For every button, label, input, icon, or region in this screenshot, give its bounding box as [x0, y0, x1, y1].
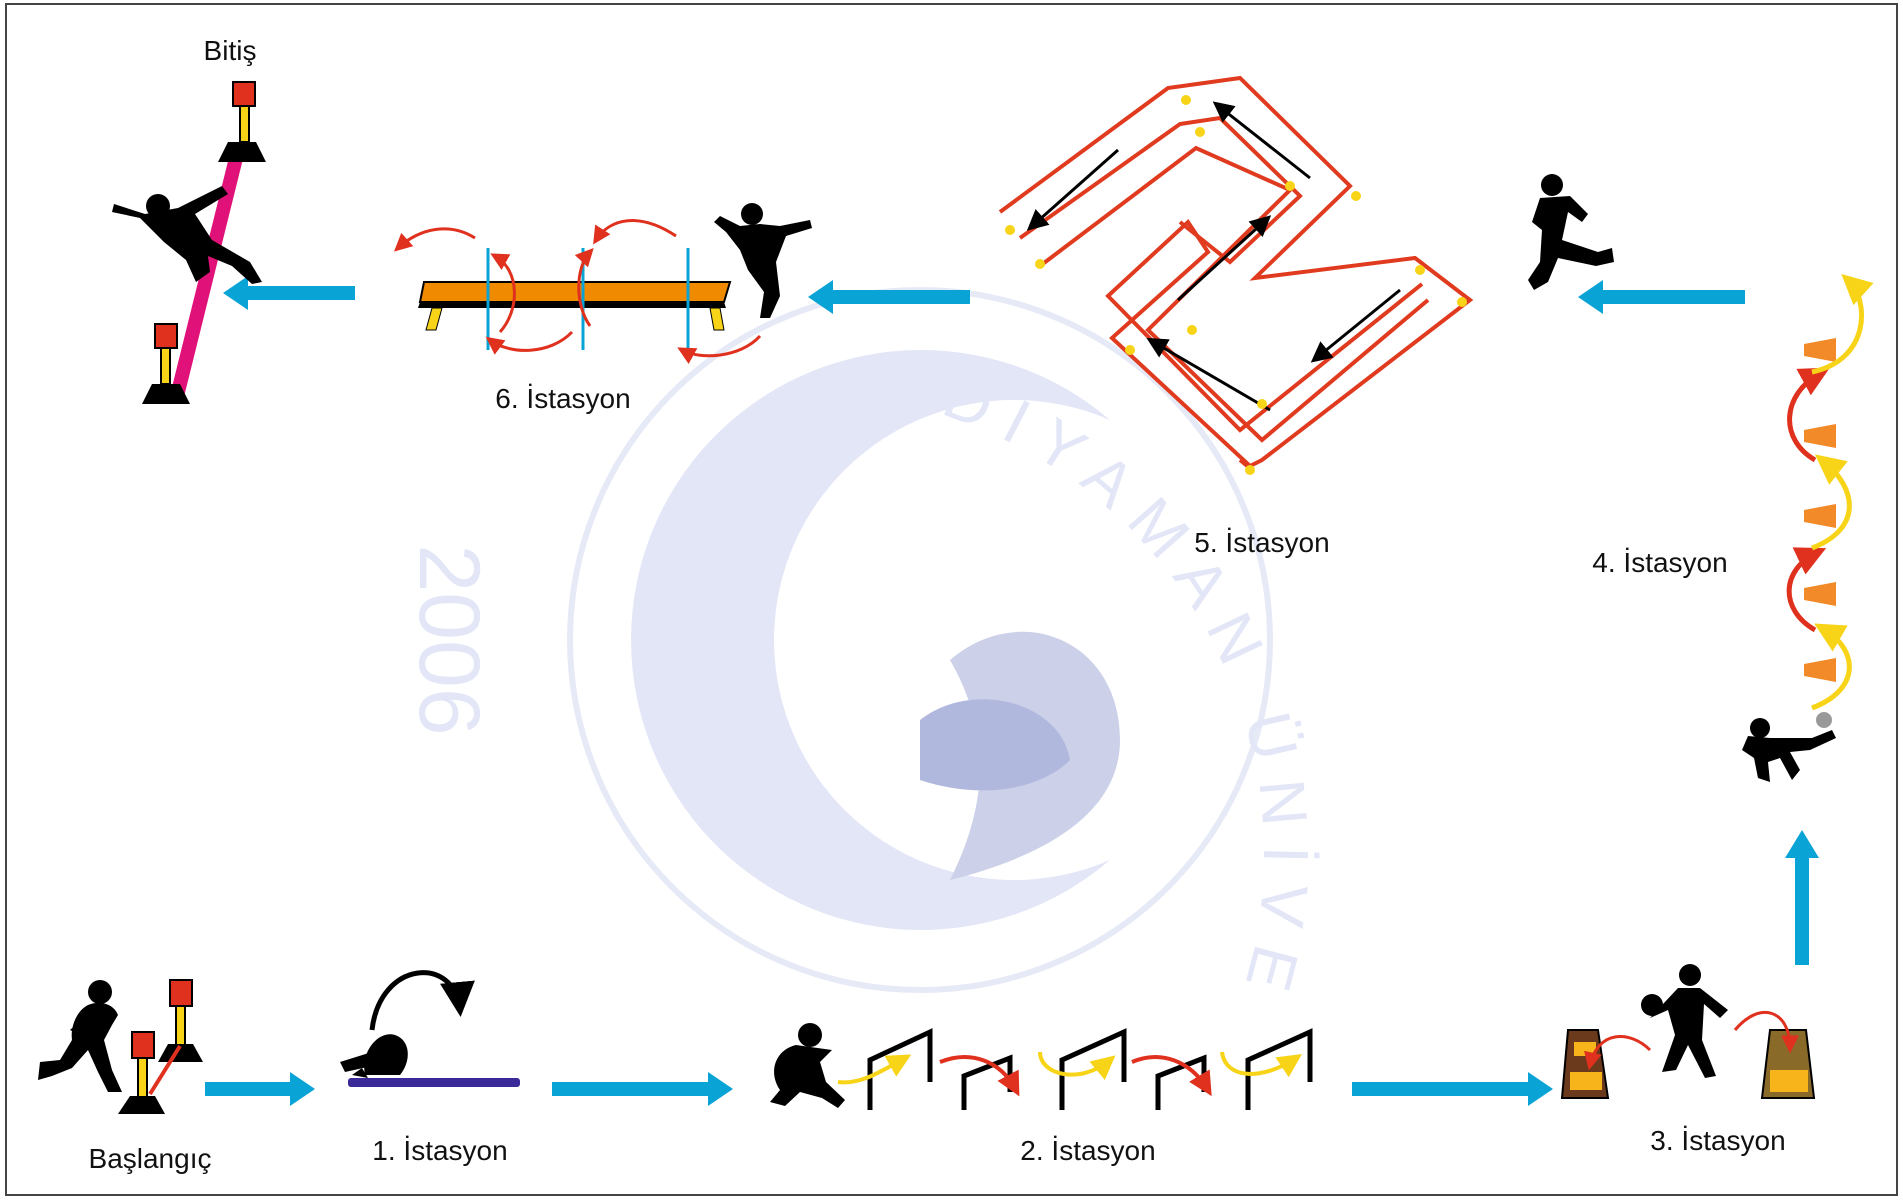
flow-arrow-3-to-4 — [1785, 830, 1819, 965]
roll-direction-arrow — [369, 970, 475, 1031]
mat-icon — [348, 1078, 520, 1087]
start-area: Başlangıç — [38, 979, 212, 1174]
finish-label: Bitiş — [204, 35, 257, 66]
balance-beam-icon — [418, 281, 732, 331]
box-icon — [1560, 1029, 1610, 1099]
runner-icon — [38, 980, 122, 1092]
flow-arrow-6-to-finish — [223, 276, 355, 310]
flow-arrow-2-to-3 — [1352, 1072, 1553, 1106]
station-1-label: 1. İstasyon — [372, 1135, 507, 1166]
university-logo-watermark: ADIYAMAN ÜNİVERSİTESİ 2006 — [0, 0, 1305, 1015]
station-2-label: 2. İstasyon — [1020, 1135, 1155, 1166]
dribble-arrows — [1786, 273, 1874, 711]
basketball-player-icon — [1641, 964, 1728, 1078]
station-3-label: 3. İstasyon — [1650, 1125, 1785, 1156]
high-jump-bar — [171, 156, 243, 394]
forward-roll-icon — [340, 1034, 408, 1078]
station-3: 3. İstasyon — [1560, 964, 1816, 1156]
beam-movement-arrows — [394, 219, 762, 364]
crouch-icon — [770, 1023, 845, 1108]
cone-markers — [1005, 95, 1467, 475]
finish-area: Bitiş — [112, 35, 266, 404]
sprinter-icon — [1528, 174, 1614, 290]
flow-arrow-start-to-1 — [205, 1072, 315, 1106]
flow-arrow-4-to-5 — [1578, 280, 1745, 314]
station-6-label: 6. İstasyon — [495, 383, 630, 414]
svg-text:ADIYAMAN ÜNİVERSİTESİ: ADIYAMAN ÜNİVERSİTESİ — [0, 0, 1305, 1015]
flow-arrow-5-to-6 — [808, 280, 970, 314]
flag-pole-icon — [142, 81, 266, 404]
zigzag-direction-arrows — [1026, 101, 1401, 412]
watermark-year: 2006 — [401, 544, 497, 735]
page-border — [5, 3, 1898, 1196]
station-5-label: 5. İstasyon — [1194, 527, 1329, 558]
flag-pole-icon — [118, 979, 203, 1114]
high-jumper-icon — [112, 186, 262, 284]
zigzag-inner-edge — [1038, 145, 1430, 443]
flow-arrows — [205, 276, 1819, 1106]
box-icon — [1760, 1029, 1816, 1099]
jumper-icon — [714, 203, 812, 318]
watermark-university-text: ADIYAMAN ÜNİVERSİTESİ — [0, 0, 1305, 1015]
hurdle-path-arrows — [837, 1051, 1302, 1097]
station-2: 2. İstasyon — [770, 1023, 1313, 1166]
flow-arrow-1-to-2 — [552, 1072, 733, 1106]
soccer-kick-icon — [1742, 712, 1836, 782]
station-4: 4. İstasyon — [1528, 174, 1874, 782]
cone-icon — [1804, 338, 1836, 682]
station-4-label: 4. İstasyon — [1592, 547, 1727, 578]
station-5: 5. İstasyon — [998, 75, 1474, 558]
station-6: 6. İstasyon — [394, 203, 812, 414]
station-1: 1. İstasyon — [340, 970, 520, 1166]
start-label: Başlangıç — [89, 1143, 212, 1174]
